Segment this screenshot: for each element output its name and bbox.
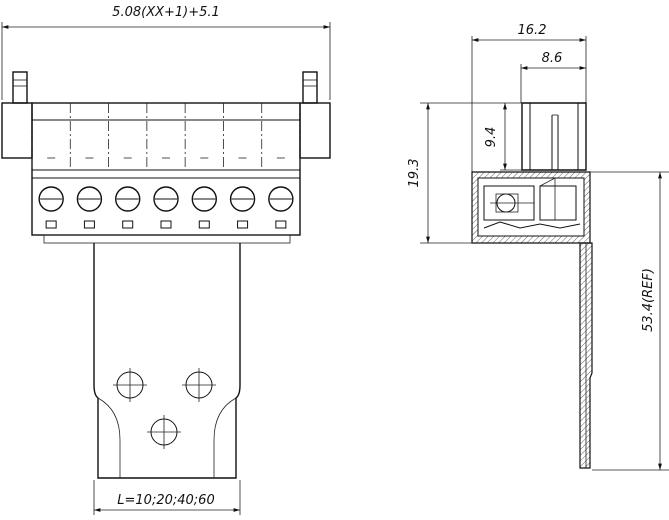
side-outer-width-dimension: 16.2 (471, 23, 587, 175)
connector-shell (471, 171, 591, 244)
side-total-height-dimension: 19.3 (407, 102, 522, 244)
pole-screw (153, 157, 179, 229)
cable-hole-3 (147, 415, 181, 449)
ref-length-dimension: 53.4(REF) (590, 171, 669, 471)
side-outer-width-label: 16.2 (518, 23, 547, 38)
connector-body (31, 102, 301, 244)
top-width-label: 5.08(XX+1)+5.1 (112, 5, 220, 20)
side-inner-width-label: 8.6 (542, 51, 563, 66)
cable-length-label: L=10;20;40;60 (117, 493, 214, 508)
pole-screw (76, 157, 103, 229)
side-cable-strip (579, 242, 593, 469)
front-view: 5.08(XX+1)+5.1 (1, 5, 331, 515)
pole-screw (115, 157, 141, 229)
side-total-height-label: 19.3 (407, 159, 422, 188)
ref-length-label: 53.4(REF) (641, 268, 656, 332)
side-inner-height-dimension: 9.4 (484, 103, 522, 171)
pole-dividers (31, 103, 301, 170)
side-inner-height-label: 9.4 (484, 127, 499, 148)
flat-cable (93, 243, 241, 479)
side-inner-width-dimension: 8.6 (520, 51, 586, 103)
top-width-dimension: 5.08(XX+1)+5.1 (1, 5, 331, 100)
cable-hole-1 (113, 368, 147, 402)
cable-length-dimension: L=10;20;40;60 (93, 480, 241, 515)
cable-hole-2 (182, 368, 216, 402)
pole-screw (229, 157, 256, 229)
pole-screw (191, 157, 217, 229)
pole-screw (38, 157, 64, 229)
left-flange (1, 71, 33, 159)
pin-housing (521, 102, 587, 171)
side-view: 16.2 8.6 19.3 9.4 (407, 23, 669, 471)
pole-screw (268, 157, 294, 229)
pole-screws (38, 157, 294, 229)
right-flange (299, 71, 331, 159)
